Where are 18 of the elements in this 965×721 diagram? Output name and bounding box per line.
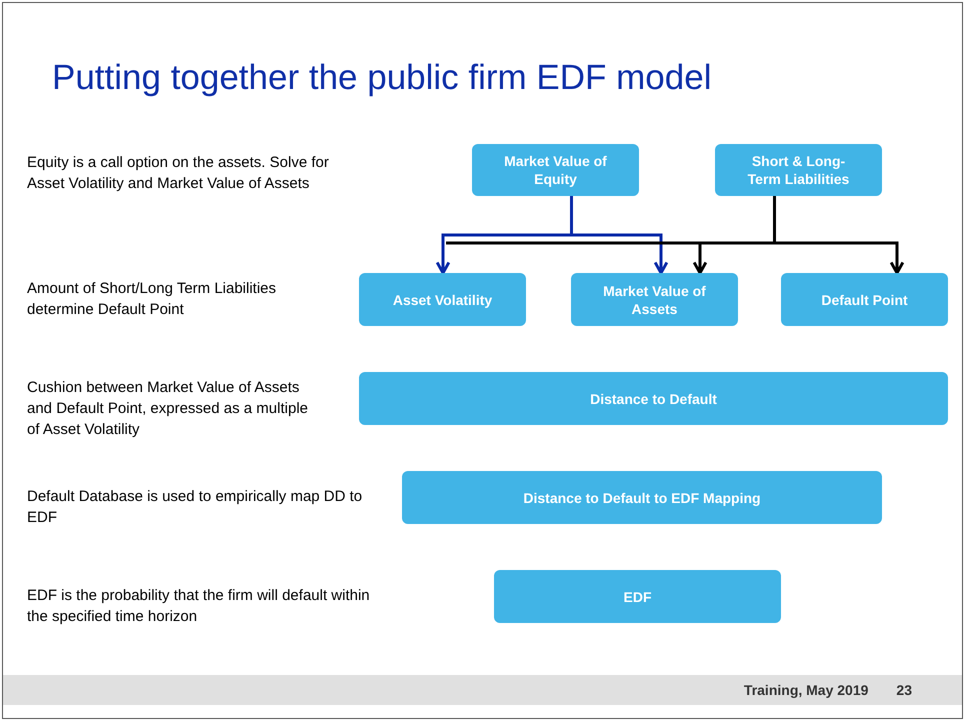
arrow bbox=[773, 196, 904, 274]
process-box: Asset Volatility bbox=[359, 273, 526, 326]
process-box: EDF bbox=[494, 570, 781, 623]
process-box: Short & Long-Term Liabilities bbox=[715, 144, 882, 196]
arrow bbox=[570, 196, 668, 274]
page-number: 23 bbox=[896, 680, 912, 700]
description-text: Equity is a call option on the assets. Solve for Asset Volatility and Market Value of Assets bbox=[27, 153, 330, 194]
description-text: Default Database is used to empirically map DD to EDF bbox=[27, 487, 364, 528]
process-box: Default Point bbox=[781, 273, 948, 326]
process-box: Market Value of Equity bbox=[472, 144, 639, 196]
process-box: Market Value of Assets bbox=[571, 273, 738, 326]
process-box: Distance to Default to EDF Mapping bbox=[402, 471, 882, 524]
process-box: Distance to Default bbox=[359, 372, 948, 425]
footer-text: Training, May 2019 bbox=[744, 680, 868, 700]
description-text: Cushion between Market Value of Assets and Default Point, expressed as a multiple of Asset Volatility bbox=[27, 378, 309, 440]
description-text: EDF is the probability that the firm will default within the specified time horizon bbox=[27, 586, 371, 627]
slide-title: Putting together the public firm EDF model bbox=[52, 57, 712, 99]
description-text: Amount of Short/Long Term Liabilities determine Default Point bbox=[27, 279, 278, 320]
